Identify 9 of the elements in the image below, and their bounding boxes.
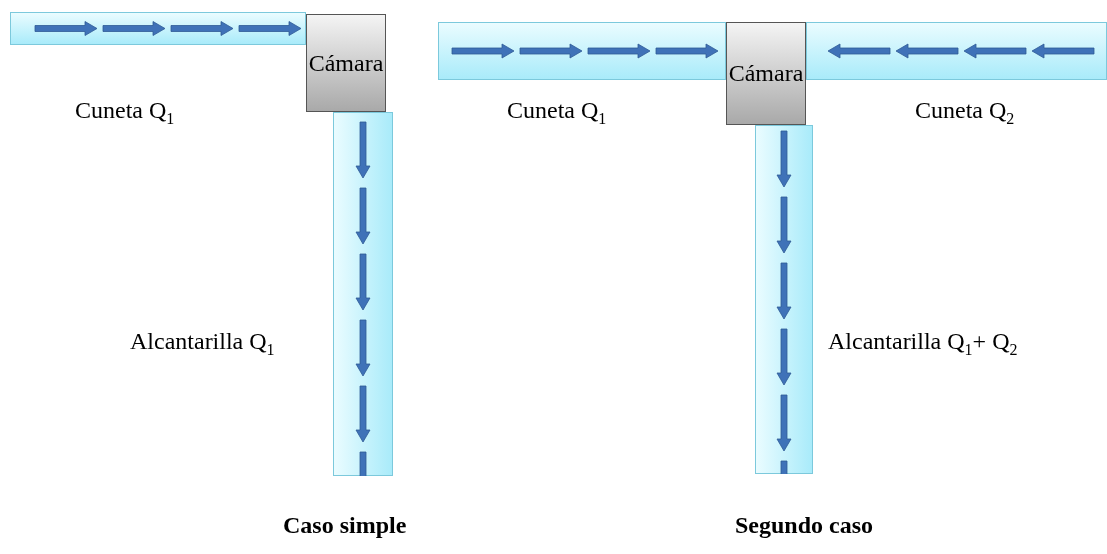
chamber-label: Cámara xyxy=(728,60,804,87)
channel-label: Alcantarilla Q$_{1}$ xyxy=(130,328,275,359)
channel-label: Cuneta Q$_{1}$ xyxy=(507,97,607,128)
case-caption: Segundo caso xyxy=(735,512,874,539)
channel-label: Alcantarilla Q$_{1}$+ Q$_{2}$ xyxy=(828,328,1018,359)
case-caption: Caso simple xyxy=(283,512,407,539)
channel-label: Cuneta Q$_{2}$ xyxy=(915,97,1015,128)
channel-label: Cuneta Q$_{1}$ xyxy=(75,97,175,128)
chamber-label: Cámara xyxy=(308,49,384,77)
